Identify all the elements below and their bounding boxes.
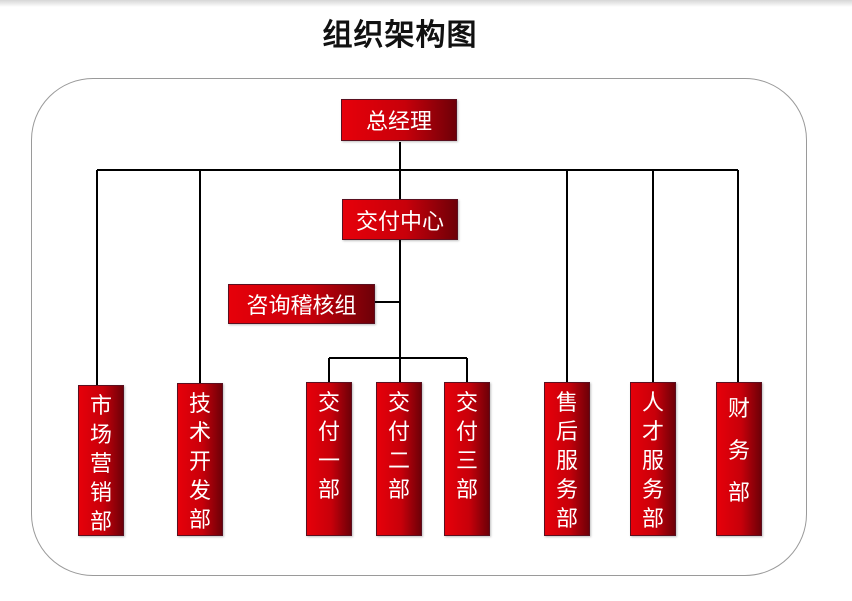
consulting-group-label: 咨询稽核组 [246,294,357,319]
dept-aftersales-box: 售后服务部 [544,382,590,536]
dept-talent-box: 人才服务部 [630,382,676,536]
dept-aftersales-label: 售后服务部 [555,391,578,532]
delivery-center-box: 交付中心 [342,199,458,240]
consulting-group-box: 咨询稽核组 [228,284,375,324]
delivery-center-label: 交付中心 [355,209,444,235]
dept-delivery-1-box: 交付一部 [306,382,352,536]
dept-marketing-box: 市场营销部 [78,385,124,536]
dept-delivery-1-label: 交付一部 [317,391,340,503]
dept-talent-label: 人才服务部 [641,391,664,532]
dept-delivery-2-box: 交付二部 [376,382,422,536]
dept-delivery-2-label: 交付二部 [387,391,410,503]
diagram-frame [31,78,807,576]
top-shadow-bar [0,0,852,7]
dept-finance-label: 财务部 [727,397,750,506]
dept-tech-label: 技术开发部 [188,392,211,533]
ceo-label: 总经理 [365,110,432,135]
dept-finance-box: 财务部 [716,382,762,536]
dept-delivery-3-box: 交付三部 [444,382,490,536]
dept-marketing-label: 市场营销部 [89,394,112,535]
ceo-box: 总经理 [341,99,457,141]
dept-delivery-3-label: 交付三部 [455,391,478,503]
chart-title: 组织架构图 [322,18,478,53]
dept-tech-box: 技术开发部 [177,383,223,536]
